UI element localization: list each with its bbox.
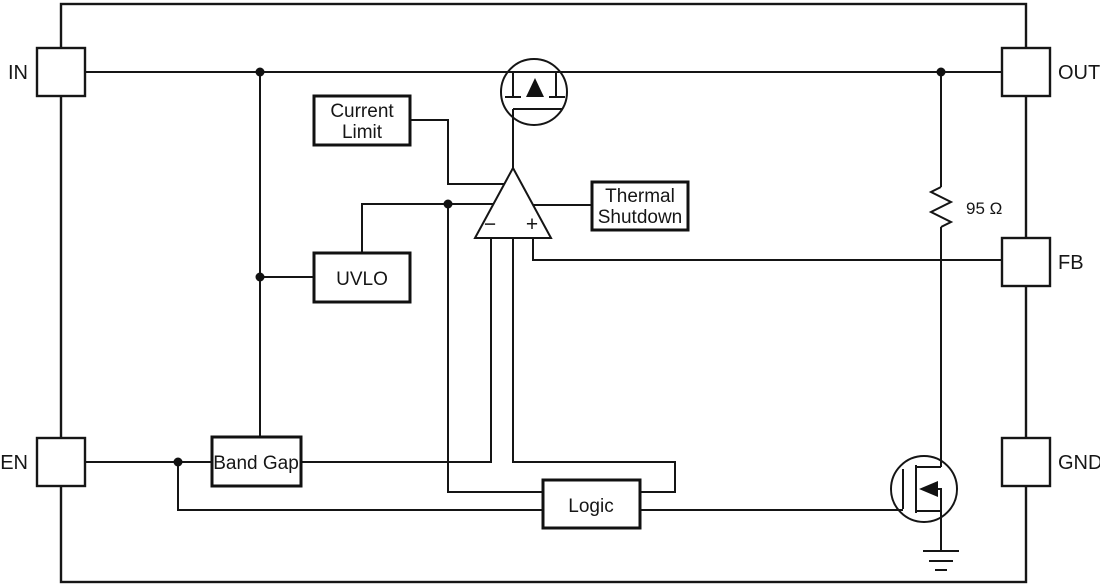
nmos-transistor-icon <box>890 455 958 523</box>
uvlo-box <box>312 251 412 304</box>
band-gap-label: Band Gap <box>213 453 299 474</box>
block-thermal-shutdown: Thermal Shutdown <box>590 180 690 232</box>
error-amplifier: − + <box>473 165 553 239</box>
pin-box-fb <box>1000 236 1052 288</box>
pin-box-en <box>35 436 87 488</box>
block-band-gap: Band Gap <box>210 435 303 488</box>
wire-uvlo-to-amp <box>361 203 500 253</box>
current-limit-label-line2: Limit <box>342 122 383 143</box>
uvlo-label: UVLO <box>336 269 388 290</box>
pin-label-out: OUT <box>1058 62 1100 84</box>
pmos-pass-transistor-icon <box>500 58 568 126</box>
nmos-body-tie <box>938 488 942 511</box>
junction-dots <box>173 67 946 467</box>
amp-inverting-input-label: − <box>484 213 496 236</box>
wire-current-limit-to-amp <box>410 119 508 185</box>
wire-noninverting-input-to-fb <box>532 238 1002 261</box>
junction-dot-out-rail <box>936 67 946 77</box>
pmos-drain-contact <box>549 72 565 98</box>
pin-label-in: IN <box>8 62 28 84</box>
pin-box-gnd <box>1000 436 1052 488</box>
resistor-zigzag-icon <box>928 186 954 228</box>
current-limit-label-line1: Current <box>330 101 394 122</box>
block-logic: Logic <box>541 478 642 530</box>
pin-label-fb: FB <box>1058 252 1084 274</box>
pins: IN EN OUT FB GND <box>0 46 1100 488</box>
ic-boundary <box>59 2 1028 584</box>
logic-label: Logic <box>568 496 613 517</box>
junction-dot-uvlo-branch <box>255 272 265 282</box>
pin-box-in <box>35 46 87 98</box>
thermal-shutdown-box <box>590 180 690 232</box>
junction-dot-in-rail <box>255 67 265 77</box>
logic-box <box>541 478 642 530</box>
ground-icon <box>923 550 959 571</box>
band-gap-box <box>210 435 303 488</box>
pin-box-out <box>1000 46 1052 98</box>
junction-dot-uvlo-node <box>443 199 453 209</box>
amp-noninverting-input-label: + <box>526 213 538 236</box>
resistor-value-label: 95 Ω <box>966 199 1002 218</box>
wire-en-to-logic <box>177 462 543 511</box>
thermal-shutdown-label-line2: Shutdown <box>598 207 683 228</box>
pmos-source-contact <box>505 72 521 98</box>
error-amplifier-icon <box>473 165 553 239</box>
wire-uvlo-node-to-logic <box>447 204 543 493</box>
pin-label-gnd: GND <box>1058 452 1100 474</box>
pmos-circle <box>500 58 568 126</box>
block-current-limit: Current Limit <box>312 94 412 147</box>
nmos-body-arrow-icon <box>919 481 938 497</box>
nmos-circle <box>890 455 958 523</box>
wire-bandgap-to-inverting-input <box>301 238 492 463</box>
junction-dot-en-branch <box>173 457 183 467</box>
wire-amp-to-logic <box>512 238 676 493</box>
pmos-body-arrow-icon <box>526 78 544 97</box>
feedback-resistor: 95 Ω <box>928 186 1002 228</box>
pin-label-en: EN <box>0 452 28 474</box>
current-limit-box <box>312 94 412 147</box>
thermal-shutdown-label-line1: Thermal <box>605 186 675 207</box>
block-uvlo: UVLO <box>312 251 412 304</box>
wires <box>85 71 1002 551</box>
